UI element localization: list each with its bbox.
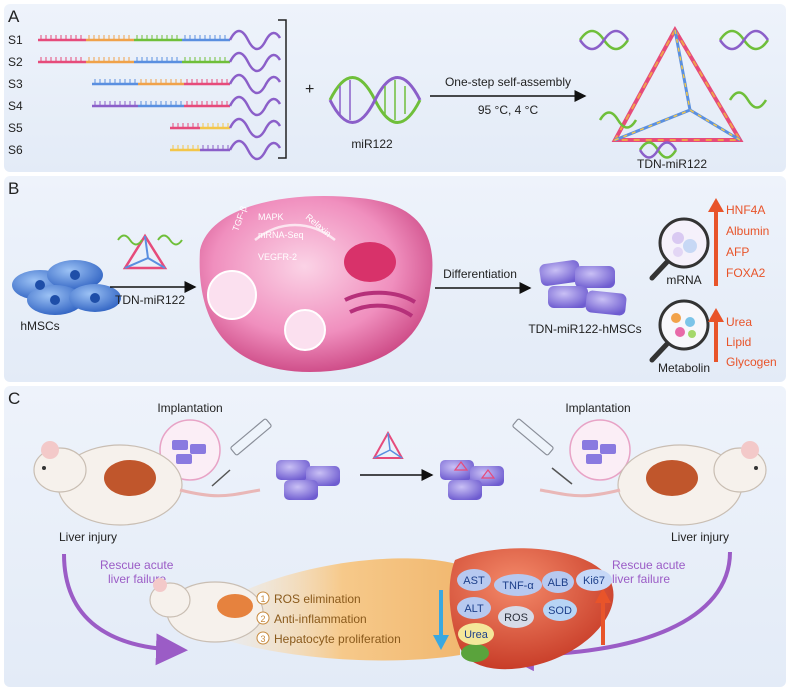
liver-marker-tnf: TNF-α	[494, 574, 542, 596]
marker-lipid: Lipid	[726, 335, 751, 349]
effect-text-2: Anti-inflammation	[274, 612, 367, 626]
liver-marker-ast: AST	[457, 569, 491, 591]
strand-coil	[228, 117, 282, 139]
treated-cells	[440, 460, 504, 500]
differentiation-label: Differentiation	[443, 267, 517, 281]
mrna-magnifier-icon	[649, 217, 710, 281]
liver-injury-left: Liver injury	[59, 530, 117, 544]
liver-marker-alb: ALB	[542, 571, 574, 593]
orange-up-arrowhead	[595, 588, 611, 603]
effects-band	[225, 558, 460, 661]
liver-marker-alt: ALT	[457, 597, 491, 619]
hmsc-label: hMSCs	[20, 319, 59, 333]
mouse-left	[33, 441, 261, 526]
marker-hnf4a: HNF4A	[726, 203, 765, 217]
uptake-arrow-label: TDN-miR122	[115, 293, 185, 307]
svg-text:AST: AST	[463, 575, 485, 587]
effect-num-3: 3	[260, 634, 265, 644]
rescue-left-line2: liver failure	[108, 572, 166, 586]
liver-marker-ros: ROS	[498, 606, 534, 628]
strand-label: S4	[8, 99, 23, 113]
strand-coil	[228, 95, 282, 117]
mouse-right	[539, 441, 767, 526]
strand-label: S6	[8, 143, 23, 157]
tdn-product-label: TDN-miR122	[637, 157, 707, 171]
strand-coil	[228, 51, 282, 73]
strand-coil	[228, 139, 282, 161]
svg-text:ALT: ALT	[464, 603, 484, 615]
strand-coil	[228, 73, 282, 95]
tdn-mid-icon	[372, 430, 404, 459]
rescue-right-line1: Rescue acute	[612, 558, 686, 572]
rescue-right-line2: liver failure	[612, 572, 670, 586]
marker-foxa2: FOXA2	[726, 266, 766, 280]
gallbladder	[461, 644, 489, 662]
pathway-mrna-seq: mRNA-Seq	[258, 230, 304, 240]
syringe-left-icon	[211, 418, 272, 487]
liver-marker-ki67: Ki67	[576, 569, 612, 591]
marker-glycogen: Glycogen	[726, 355, 777, 369]
strand-label: S3	[8, 77, 23, 91]
effect-text-3: Hepatocyte proliferation	[274, 632, 401, 646]
middle-cells	[276, 460, 340, 500]
mirna-helix	[328, 76, 422, 124]
tdn-tetrahedron	[578, 25, 770, 159]
strand-coil	[228, 29, 282, 51]
diff-cells-label: TDN-miR122-hMSCs	[528, 322, 641, 336]
mrna-up-arrowhead	[708, 198, 724, 212]
implant-zoom-left	[159, 419, 221, 481]
strands-bracket	[278, 19, 287, 159]
effect-item-3: 3 Hepatocyte proliferation	[256, 631, 401, 646]
implantation-right-label: Implantation	[565, 401, 630, 415]
metabolin-magnifier-icon	[649, 299, 710, 363]
liver-marker-urea: Urea	[458, 623, 494, 645]
implant-zoom-right	[569, 419, 631, 481]
strand-label: S2	[8, 55, 23, 69]
hmsc-cells	[12, 260, 121, 315]
strand-label: S5	[8, 121, 23, 135]
mouse-bottom	[149, 578, 264, 643]
pink-cell	[199, 195, 433, 372]
assembly-arrow-bottom: 95 °C, 4 °C	[478, 103, 539, 117]
metab-up-arrowhead	[708, 308, 724, 322]
marker-albumin: Albumin	[726, 224, 769, 238]
mirna-label: miR122	[351, 137, 393, 151]
effect-num-1: 1	[260, 594, 265, 604]
svg-text:ALB: ALB	[548, 577, 569, 589]
diff-cells	[539, 260, 627, 316]
svg-text:SOD: SOD	[548, 605, 572, 617]
panel-a-label: A	[8, 7, 20, 26]
marker-afp: AFP	[726, 245, 749, 259]
assembly-arrow-top: One-step self-assembly	[445, 75, 571, 89]
blue-down-arrowhead	[433, 635, 449, 650]
tdn-small-icon	[117, 233, 183, 270]
liver-injury-right: Liver injury	[671, 530, 729, 544]
rescue-arrow-left	[62, 553, 188, 666]
svg-text:Ki67: Ki67	[583, 575, 605, 587]
effect-text-1: ROS elimination	[274, 592, 361, 606]
liver-marker-sod: SOD	[543, 599, 577, 621]
rescue-left-line1: Rescue acute	[100, 558, 174, 572]
svg-text:ROS: ROS	[504, 612, 528, 624]
effect-num-2: 2	[260, 614, 265, 624]
syringe-right-icon	[512, 418, 573, 485]
effect-item-1: 1 ROS elimination	[256, 591, 361, 606]
effect-item-2: 2 Anti-inflammation	[256, 611, 367, 626]
panel-c-label: C	[8, 389, 20, 408]
implantation-left-label: Implantation	[157, 401, 222, 415]
pathway-mapk: MAPK	[258, 212, 284, 222]
svg-text:Urea: Urea	[464, 629, 489, 641]
panel-b-label: B	[8, 179, 19, 198]
plus-sign: +	[305, 81, 314, 98]
pathway-vegfr: VEGFR-2	[258, 252, 297, 262]
marker-urea: Urea	[726, 315, 752, 329]
strand-label: S1	[8, 33, 23, 47]
metabolin-label: Metabolin	[658, 361, 710, 375]
svg-text:TNF-α: TNF-α	[502, 580, 534, 592]
mrna-label: mRNA	[666, 273, 701, 287]
